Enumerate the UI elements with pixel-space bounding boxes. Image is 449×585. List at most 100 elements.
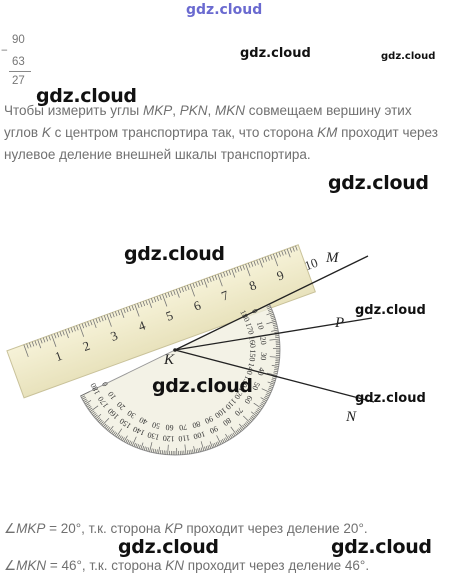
ruler-tick bbox=[84, 322, 87, 328]
protractor-number: 50 bbox=[250, 381, 261, 392]
protractor-tick bbox=[242, 424, 246, 429]
protractor-tick bbox=[89, 405, 99, 412]
protractor-tick bbox=[119, 435, 122, 440]
protractor-tick bbox=[243, 415, 251, 424]
protractor-tick bbox=[103, 423, 107, 427]
ruler-tick bbox=[245, 263, 251, 277]
protractor-tick bbox=[192, 449, 194, 454]
protractor-tick bbox=[83, 400, 88, 403]
protractor-number: 90 bbox=[203, 414, 214, 426]
ruler-tick bbox=[187, 285, 190, 290]
protractor-tick bbox=[261, 388, 272, 394]
protractor-tick bbox=[235, 430, 239, 435]
ruler-tick bbox=[211, 275, 215, 281]
protractor-tick bbox=[86, 404, 91, 408]
protractor-tick bbox=[266, 312, 274, 316]
protractor-tick bbox=[111, 430, 115, 435]
protractor-tick bbox=[156, 449, 158, 454]
protractor-tick bbox=[266, 305, 271, 308]
protractor-number: 160 bbox=[247, 335, 257, 348]
protractor-tick bbox=[167, 444, 169, 455]
protractor-tick bbox=[256, 409, 261, 413]
protractor-tick bbox=[120, 436, 124, 441]
protractor-tick bbox=[267, 307, 272, 310]
ruler-tick bbox=[248, 262, 251, 268]
ruler-tick bbox=[114, 311, 118, 317]
site-title[interactable]: gdz.cloud bbox=[186, 2, 263, 18]
protractor-tick bbox=[142, 445, 145, 450]
ruler-tick bbox=[67, 328, 71, 334]
protractor-number: 120 bbox=[162, 434, 175, 444]
ruler-number: 3 bbox=[108, 328, 119, 344]
ruler-tick bbox=[289, 247, 293, 253]
protractor-tick bbox=[99, 419, 103, 424]
protractor-number: 80 bbox=[191, 419, 201, 430]
ruler-number: 2 bbox=[81, 338, 92, 354]
protractor-tick bbox=[97, 418, 102, 422]
protractor-tick bbox=[96, 417, 101, 421]
protractor-tick bbox=[159, 449, 162, 455]
protractor-tick bbox=[269, 313, 274, 316]
ruler-tick bbox=[284, 249, 287, 255]
ruler-tick bbox=[53, 333, 57, 339]
protractor-tick bbox=[229, 434, 233, 439]
ruler-tick bbox=[139, 302, 143, 308]
protractor-tick bbox=[254, 411, 258, 415]
protractor-number: 100 bbox=[192, 429, 206, 441]
protractor-tick bbox=[90, 410, 95, 414]
protractor-tick bbox=[112, 431, 116, 436]
protractor-tick bbox=[274, 363, 280, 366]
protractor-tick bbox=[81, 395, 86, 398]
ruler-tick bbox=[126, 307, 129, 313]
ruler-tick bbox=[45, 336, 49, 342]
protractor-tick bbox=[260, 397, 267, 402]
ruler-tick bbox=[256, 259, 259, 265]
ruler-tick bbox=[159, 295, 162, 301]
protractor-tick bbox=[272, 375, 277, 378]
ruler-tick bbox=[34, 340, 38, 346]
protractor-tick bbox=[85, 403, 90, 406]
protractor-tick bbox=[271, 377, 277, 380]
ruler-tick bbox=[92, 319, 97, 329]
protractor-tick bbox=[228, 435, 231, 440]
protractor-tick bbox=[205, 445, 208, 450]
protractor-tick bbox=[154, 449, 157, 454]
ray-kp bbox=[174, 317, 373, 351]
protractor-tick bbox=[248, 418, 252, 422]
ruler-tick bbox=[103, 315, 107, 321]
ray-km bbox=[174, 255, 369, 351]
ruler-tick bbox=[200, 279, 204, 285]
ruler-number: 6 bbox=[192, 297, 204, 313]
ruler-tick bbox=[117, 310, 121, 316]
ruler-number: 10 bbox=[302, 255, 319, 274]
watermark: gdz.cloud bbox=[381, 51, 436, 62]
protractor-tick bbox=[264, 395, 269, 399]
protractor-tick bbox=[231, 433, 234, 438]
protractor-tick bbox=[101, 418, 110, 426]
protractor-tick bbox=[270, 380, 275, 383]
ruler-tick bbox=[26, 343, 29, 349]
protractor-number: 130 bbox=[239, 374, 252, 389]
ruler-tick bbox=[178, 288, 182, 294]
protractor-tick bbox=[215, 442, 218, 447]
protractor-tick bbox=[273, 372, 278, 375]
ruler-tick bbox=[234, 267, 237, 273]
protractor-tick bbox=[193, 446, 196, 454]
ruler-tick bbox=[192, 282, 196, 288]
ruler-tick bbox=[264, 256, 268, 262]
protractor-tick bbox=[92, 411, 96, 415]
protractor-tick bbox=[190, 449, 192, 454]
protractor-tick bbox=[216, 435, 222, 445]
ruler-tick bbox=[48, 335, 51, 341]
protractor-tick bbox=[200, 447, 203, 452]
ruler-tick bbox=[164, 293, 168, 299]
ruler-tick bbox=[37, 339, 42, 349]
protractor-tick bbox=[274, 335, 280, 337]
protractor-tick bbox=[95, 413, 102, 420]
ruler-tick bbox=[153, 297, 157, 303]
protractor-tick bbox=[246, 421, 250, 425]
ruler-tick bbox=[184, 286, 187, 291]
ruler-tick bbox=[259, 258, 263, 268]
ruler-tick bbox=[198, 280, 201, 286]
